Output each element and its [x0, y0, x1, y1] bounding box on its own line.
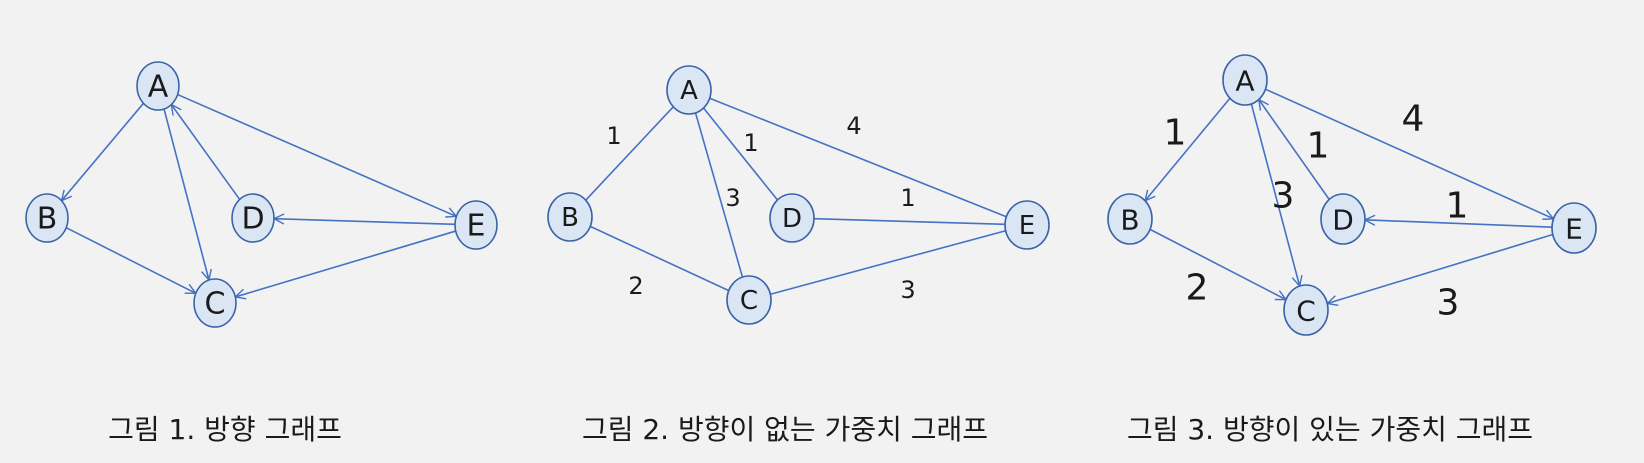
edge-weight-A-C: 3	[725, 184, 740, 212]
edge-A-E	[709, 97, 1007, 218]
node-label: C	[1296, 295, 1316, 328]
node-B: B	[547, 192, 593, 242]
caption-graph-2: 그림 2. 방향이 없는 가중치 그래프	[581, 413, 989, 446]
node-label: A	[1235, 65, 1254, 98]
edge-weight-C-E: 3	[900, 276, 915, 304]
node-label: B	[1120, 204, 1139, 237]
nodes: A B C D E	[25, 61, 498, 328]
caption-graph-1: 그림 1. 방향 그래프	[108, 413, 342, 446]
node-circle	[136, 61, 180, 111]
node-B: B	[25, 193, 69, 243]
node-B: B	[1107, 193, 1153, 245]
node-circle	[1551, 202, 1597, 254]
edge-A-B	[62, 102, 145, 200]
node-circle	[1283, 284, 1329, 336]
node-A: A	[136, 61, 180, 111]
edge-weight-A-E: 4	[1402, 99, 1425, 140]
nodes: A B C D E	[547, 65, 1050, 325]
node-circle	[547, 192, 593, 242]
edge-weight-A-C: 3	[1272, 176, 1295, 217]
node-E: E	[1004, 200, 1050, 250]
node-C: C	[193, 278, 237, 328]
node-E: E	[454, 200, 498, 250]
node-label: C	[740, 286, 758, 316]
node-label: B	[37, 202, 58, 237]
edge-weight-D-E: 1	[900, 184, 915, 212]
edge-weight-B-C: 2	[1186, 268, 1209, 309]
edge-B-C	[1149, 228, 1286, 299]
node-D: D	[1320, 193, 1366, 245]
node-circle	[769, 193, 815, 243]
edge-A-C	[163, 108, 209, 280]
nodes: A B C D E	[1107, 54, 1597, 336]
edge-weight-A-E: 4	[846, 112, 861, 140]
node-circle	[231, 193, 275, 243]
edge-E-D	[274, 219, 456, 226]
node-circle	[1222, 54, 1268, 106]
edge-A-E	[177, 93, 457, 217]
edge-weight-E-C: 3	[1437, 283, 1460, 324]
edge-weight-A-B: 1	[606, 122, 621, 150]
node-C: C	[726, 275, 772, 325]
edge-E-C	[235, 230, 456, 297]
edges	[585, 97, 1007, 296]
edge-A-B	[1145, 97, 1231, 201]
edge-D-A	[171, 105, 241, 200]
edge-A-C	[694, 112, 744, 278]
node-circle	[25, 193, 69, 243]
node-label: E	[467, 209, 486, 244]
edge-A-B	[585, 106, 674, 201]
edges	[62, 93, 457, 297]
node-circle	[726, 275, 772, 325]
node-label: A	[148, 70, 169, 105]
edge-E-C	[1327, 233, 1553, 303]
node-label: D	[241, 202, 264, 237]
node-circle	[1004, 200, 1050, 250]
edge-weight-B-C: 2	[628, 272, 643, 300]
node-D: D	[769, 193, 815, 243]
edge-E-D	[1365, 220, 1553, 228]
edge-weight-A-D: 1	[743, 129, 758, 157]
edge-A-C	[1250, 103, 1299, 286]
node-E: E	[1551, 202, 1597, 254]
edge-D-A	[1259, 100, 1330, 200]
edge-A-D	[702, 107, 779, 201]
edge-weight-E-D: 1	[1446, 186, 1469, 227]
edge-weight-A-B: 1	[1164, 113, 1187, 154]
node-circle	[666, 65, 712, 115]
node-label: B	[561, 203, 579, 233]
node-circle	[1107, 193, 1153, 245]
node-label: E	[1565, 213, 1583, 246]
node-circle	[454, 200, 498, 250]
edge-A-E	[1265, 88, 1553, 219]
node-circle	[193, 278, 237, 328]
edges	[1145, 88, 1553, 303]
node-label: D	[1332, 204, 1354, 237]
node-C: C	[1283, 284, 1329, 336]
caption-graph-3: 그림 3. 방향이 있는 가중치 그래프	[1126, 413, 1534, 446]
edge-B-C	[65, 227, 196, 294]
graph-1: A B C D E	[25, 61, 498, 328]
edge-B-C	[589, 225, 730, 292]
edge-D-E	[813, 217, 1006, 226]
node-label: C	[205, 287, 226, 322]
node-label: E	[1019, 211, 1035, 241]
node-label: D	[782, 204, 802, 234]
node-A: A	[666, 65, 712, 115]
node-label: A	[680, 76, 698, 106]
edge-C-E	[770, 229, 1006, 296]
edge-weight-D-A: 1	[1307, 126, 1330, 167]
node-D: D	[231, 193, 275, 243]
node-A: A	[1222, 54, 1268, 106]
node-circle	[1320, 193, 1366, 245]
